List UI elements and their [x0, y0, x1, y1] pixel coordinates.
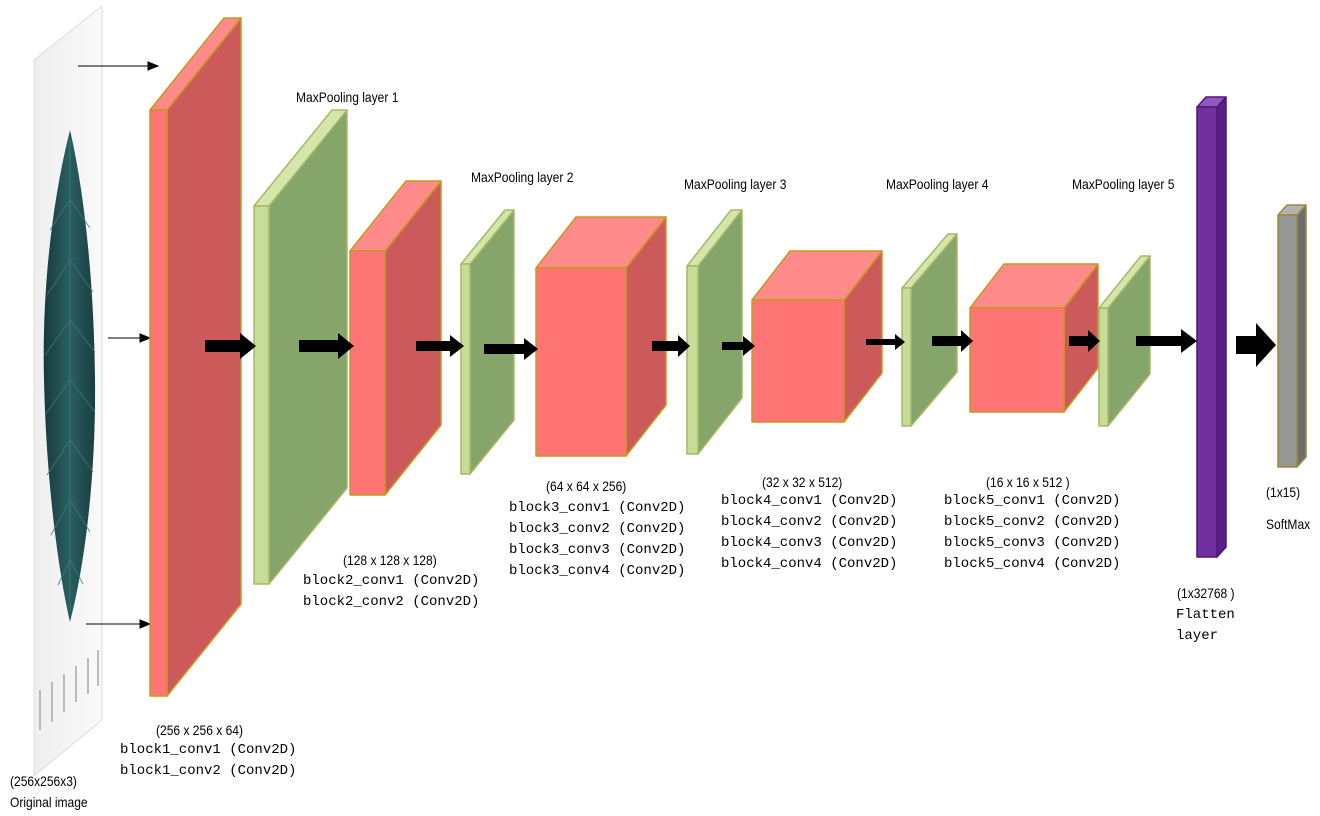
flatten-name-line: layer: [1176, 628, 1219, 644]
block3-output-size: (64 x 64 x 256): [546, 478, 627, 494]
maxpool5-box-front-face: [1098, 307, 1109, 427]
block2-layer-list: block2_conv1 (Conv2D) block2_conv2 (Conv…: [303, 571, 479, 613]
pool4-label: MaxPooling layer 4: [886, 176, 989, 192]
conv-block2-box-front-face: [349, 250, 386, 496]
input-size: (256x256x3): [10, 773, 77, 789]
conv-block1-box-side-face: [166, 17, 242, 697]
block4-layer: block4_conv4 (Conv2D): [721, 556, 898, 572]
block4-layer: block4_conv3 (Conv2D): [721, 535, 898, 551]
conv-block4-box-front-face: [751, 299, 845, 423]
maxpool4-box-side-face: [910, 233, 958, 427]
image-scale-marks: [39, 650, 99, 730]
flatten-size: (1x32768 ): [1177, 585, 1235, 601]
flow-arrow: [299, 333, 354, 359]
softmax-name: SoftMax: [1266, 516, 1311, 532]
conv-block1-box: [149, 17, 242, 697]
block4-layer: block4_conv1 (Conv2D): [721, 493, 898, 509]
conv-block3-box: [535, 216, 667, 457]
block4-layer: block4_conv2 (Conv2D): [721, 514, 898, 530]
flow-arrow: [1069, 330, 1100, 352]
maxpool1-box-front-face: [253, 205, 270, 585]
block1-layer: block1_conv2 (Conv2D): [120, 763, 297, 779]
block5-layer: block5_conv2 (Conv2D): [944, 514, 1121, 530]
softmax-size: (1x15): [1266, 484, 1301, 500]
input-image: [33, 4, 103, 778]
flow-arrow: [416, 335, 464, 357]
flow-arrow: [866, 334, 905, 350]
flow-arrow: [1236, 323, 1276, 367]
block5-layer-list: block5_conv1 (Conv2D) block5_conv2 (Conv…: [944, 491, 1120, 575]
block3-layer: block3_conv1 (Conv2D): [509, 500, 686, 516]
flow-arrow: [1136, 329, 1197, 353]
block1-output-size: (256 x 256 x 64): [156, 722, 244, 738]
maxpool3-box-front-face: [686, 265, 699, 455]
maxpool4-box-front-face: [901, 287, 912, 427]
flow-arrow: [652, 335, 690, 357]
block4-layer-list: block4_conv1 (Conv2D) block4_conv2 (Conv…: [721, 491, 897, 575]
block2-layer: block2_conv2 (Conv2D): [303, 594, 480, 610]
block3-layer-list: block3_conv1 (Conv2D) block3_conv2 (Conv…: [509, 498, 685, 582]
block5-layer: block5_conv4 (Conv2D): [944, 556, 1121, 572]
maxpool2-box-front-face: [460, 263, 471, 475]
conv-block2-box: [349, 180, 442, 496]
block1-layer: block1_conv1 (Conv2D): [120, 742, 297, 758]
leaf-image: [43, 130, 96, 622]
block5-layer: block5_conv1 (Conv2D): [944, 493, 1121, 509]
conv-block1-box-front-face: [149, 109, 168, 697]
flatten-box-side-face: [1216, 96, 1227, 558]
flatten-name: Flatten layer: [1176, 605, 1235, 647]
pool2-label: MaxPooling layer 2: [471, 169, 574, 185]
block3-layer: block3_conv4 (Conv2D): [509, 563, 686, 579]
flow-arrow: [932, 330, 973, 352]
softmax-box: [1277, 204, 1307, 468]
block3-layer: block3_conv2 (Conv2D): [509, 521, 686, 537]
softmax-box-side-face: [1296, 204, 1307, 468]
pool1-label: MaxPooling layer 1: [296, 89, 399, 105]
flow-arrow: [722, 336, 755, 356]
conv-block5-box-front-face: [969, 307, 1065, 413]
block1-layer-list: block1_conv1 (Conv2D) block1_conv2 (Conv…: [120, 740, 296, 782]
maxpool3-box: [686, 209, 743, 455]
pool3-label: MaxPooling layer 3: [684, 176, 787, 192]
input-arrows: [78, 61, 160, 629]
conv-block4-box: [751, 250, 883, 423]
flatten-box-front-face: [1196, 106, 1218, 558]
block2-output-size: (128 x 128 x 128): [343, 552, 437, 568]
block5-output-size: (16 x 16 x 512 ): [986, 474, 1070, 490]
block4-output-size: (32 x 32 x 512): [762, 474, 843, 490]
leaf-veins: [44, 140, 96, 610]
conv-block3-box-front-face: [535, 267, 627, 457]
block5-layer: block5_conv3 (Conv2D): [944, 535, 1121, 551]
maxpool2-box: [460, 209, 515, 475]
input-name: Original image: [10, 794, 88, 810]
flow-arrows: [205, 323, 1276, 367]
layer-boxes: [149, 17, 1307, 697]
maxpool4-box: [901, 233, 958, 427]
block2-layer: block2_conv1 (Conv2D): [303, 573, 480, 589]
maxpool5-box: [1098, 255, 1151, 427]
block3-layer: block3_conv3 (Conv2D): [509, 542, 686, 558]
flatten-name-line: Flatten: [1176, 607, 1235, 623]
flatten-box: [1196, 96, 1227, 558]
flow-arrow: [205, 333, 256, 359]
softmax-box-front-face: [1277, 214, 1298, 468]
pool5-label: MaxPooling layer 5: [1072, 176, 1175, 192]
flow-arrow: [484, 338, 538, 360]
